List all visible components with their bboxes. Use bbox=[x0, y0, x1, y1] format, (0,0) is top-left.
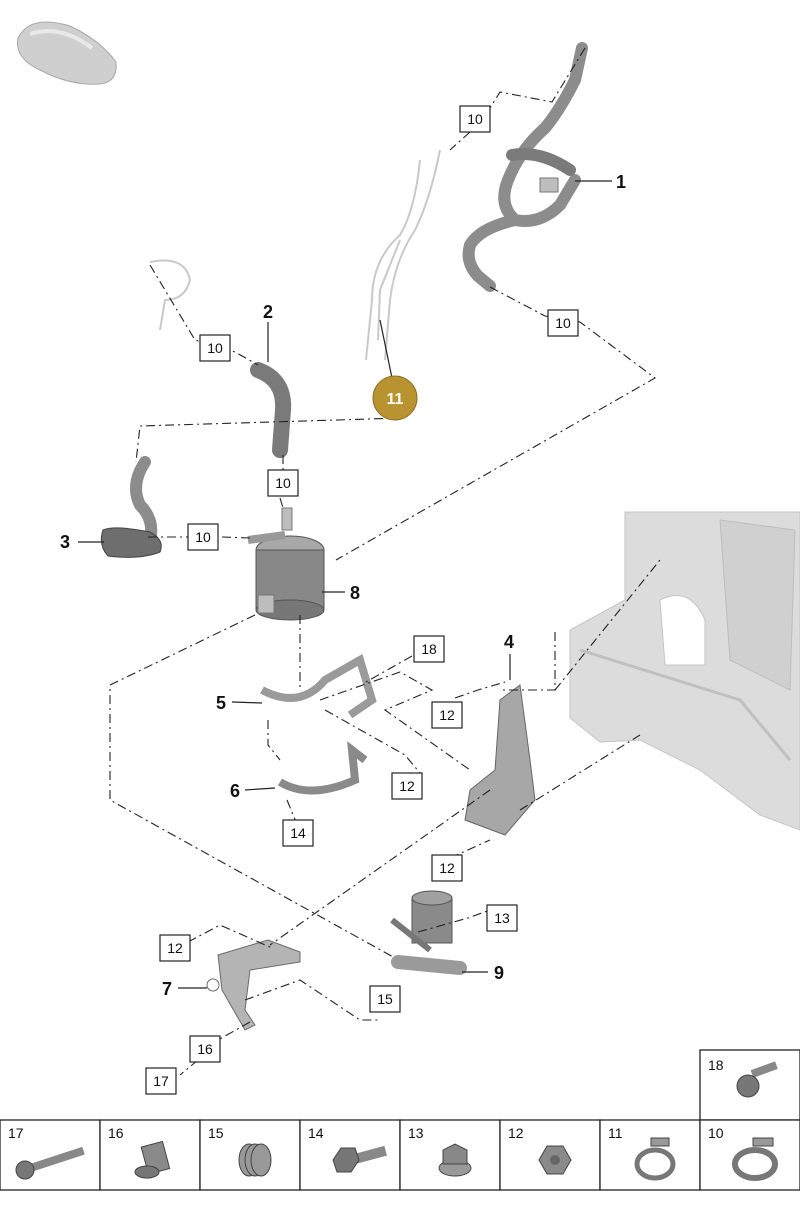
part-1-hose bbox=[462, 42, 588, 292]
legend-label: 12 bbox=[508, 1125, 524, 1141]
svg-text:13: 13 bbox=[494, 910, 510, 926]
legend-cell-13[interactable]: 13 bbox=[399, 1119, 501, 1191]
svg-text:16: 16 bbox=[197, 1041, 213, 1057]
svg-text:10: 10 bbox=[467, 111, 483, 127]
legend-label: 11 bbox=[608, 1125, 623, 1141]
part-5-bracket bbox=[260, 654, 377, 719]
fastener-legend: 18 17 16 15 14 13 12 11 10 bbox=[0, 1049, 800, 1191]
fastener-16-icon bbox=[134, 1140, 171, 1179]
legend-label: 17 bbox=[8, 1125, 24, 1141]
callout-5: 5 bbox=[216, 693, 226, 713]
legend-cell-18[interactable]: 18 bbox=[699, 1049, 800, 1121]
svg-text:14: 14 bbox=[290, 825, 306, 841]
callout-numbers: 1 2 3 4 5 6 7 8 9 bbox=[60, 172, 626, 999]
svg-text:18: 18 bbox=[421, 641, 437, 657]
legend-label: 16 bbox=[108, 1125, 124, 1141]
ref-box-12: 12 bbox=[431, 701, 463, 729]
legend-label: 10 bbox=[708, 1125, 724, 1141]
callout-11-highlight[interactable]: 11 bbox=[372, 375, 418, 421]
svg-text:15: 15 bbox=[377, 991, 393, 1007]
ref-box-10: 10 bbox=[547, 309, 579, 337]
ref-box-10: 10 bbox=[459, 105, 491, 133]
car-silhouette-icon bbox=[16, 21, 117, 85]
legend-label: 13 bbox=[408, 1125, 424, 1141]
ref-box-13: 13 bbox=[486, 904, 518, 932]
legend-cell-15[interactable]: 15 bbox=[199, 1119, 301, 1191]
ref-box-17: 17 bbox=[145, 1067, 177, 1095]
fastener-10-icon bbox=[732, 1137, 778, 1181]
legend-label: 15 bbox=[208, 1125, 224, 1141]
legend-label: 14 bbox=[308, 1125, 324, 1141]
legend-cell-11[interactable]: 11 bbox=[599, 1119, 701, 1191]
fastener-12-icon bbox=[538, 1145, 572, 1175]
part-2-hose bbox=[250, 362, 292, 458]
svg-text:12: 12 bbox=[167, 940, 183, 956]
legend-cell-16[interactable]: 16 bbox=[99, 1119, 201, 1191]
fastener-17-icon bbox=[15, 1146, 85, 1180]
callout-1: 1 bbox=[616, 172, 626, 192]
legend-cell-10[interactable]: 10 bbox=[699, 1119, 800, 1191]
ref-box-16: 16 bbox=[189, 1035, 221, 1063]
svg-text:12: 12 bbox=[399, 778, 415, 794]
callout-11: 11 bbox=[387, 391, 404, 408]
svg-text:10: 10 bbox=[555, 315, 571, 331]
svg-text:10: 10 bbox=[195, 529, 211, 545]
part-8-pump bbox=[247, 507, 325, 621]
part-3-hose bbox=[100, 456, 162, 558]
svg-text:10: 10 bbox=[207, 340, 223, 356]
callout-8: 8 bbox=[350, 583, 360, 603]
svg-text:10: 10 bbox=[275, 475, 291, 491]
coolant-line-11-ghost bbox=[149, 149, 441, 361]
ref-box-14: 14 bbox=[282, 819, 314, 847]
body-structure-illustration bbox=[569, 511, 800, 831]
legend-cell-12[interactable]: 12 bbox=[499, 1119, 601, 1191]
part-4-bracket bbox=[464, 684, 536, 836]
ref-box-12: 12 bbox=[391, 772, 423, 800]
legend-cell-14[interactable]: 14 bbox=[299, 1119, 401, 1191]
fastener-15-icon bbox=[238, 1143, 272, 1177]
callout-7: 7 bbox=[162, 979, 172, 999]
leader-lines bbox=[78, 180, 612, 989]
svg-text:12: 12 bbox=[439, 860, 455, 876]
bolt-18-icon bbox=[736, 1061, 778, 1098]
callout-3: 3 bbox=[60, 532, 70, 552]
ref-box-12: 12 bbox=[431, 854, 463, 882]
svg-text:18: 18 bbox=[708, 1057, 724, 1073]
ref-box-10: 10 bbox=[187, 523, 219, 551]
callout-2: 2 bbox=[263, 302, 273, 322]
callout-6: 6 bbox=[230, 781, 240, 801]
callout-9: 9 bbox=[494, 963, 504, 983]
ref-box-10: 10 bbox=[267, 469, 299, 497]
svg-text:12: 12 bbox=[439, 707, 455, 723]
part-7-bracket bbox=[206, 939, 301, 1031]
reference-boxes: 10 10 10 10 10 18 12 12 14 12 13 12 15 1… bbox=[145, 105, 579, 1095]
ref-box-15: 15 bbox=[369, 985, 401, 1013]
svg-text:17: 17 bbox=[153, 1073, 169, 1089]
fastener-13-icon bbox=[438, 1143, 472, 1177]
callout-4: 4 bbox=[504, 632, 514, 652]
ref-box-18: 18 bbox=[413, 635, 445, 663]
ref-box-12: 12 bbox=[159, 934, 191, 962]
part-9-valve bbox=[390, 890, 467, 975]
fastener-11-icon bbox=[634, 1137, 676, 1181]
ref-box-10: 10 bbox=[199, 334, 231, 362]
connection-lines bbox=[109, 47, 661, 1076]
part-6-bracket bbox=[277, 741, 368, 795]
legend-cell-17[interactable]: 17 bbox=[0, 1119, 101, 1191]
fastener-14-icon bbox=[332, 1145, 387, 1173]
